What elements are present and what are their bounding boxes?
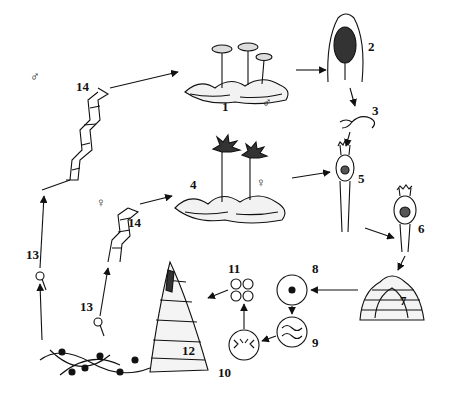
callout-number: 14 <box>76 80 89 93</box>
callout-number: 1 <box>222 100 229 113</box>
callout-number: 11 <box>228 262 240 275</box>
callout-number: 4 <box>190 178 197 191</box>
callout-number: 8 <box>312 262 319 275</box>
callout-number: 6 <box>418 222 425 235</box>
callout-number: ♀ <box>96 196 106 209</box>
callout-number: 2 <box>368 40 375 53</box>
callout-number: 13 <box>26 248 39 261</box>
callout-number: 14 <box>128 216 141 229</box>
callout-number: 7 <box>400 294 407 307</box>
callout-number: 3 <box>372 104 379 117</box>
callout-number: ♀ <box>256 176 266 189</box>
callout-number: 5 <box>358 172 365 185</box>
callout-number: 10 <box>218 366 231 379</box>
callout-number: 12 <box>182 344 195 357</box>
callout-number: 13 <box>80 300 93 313</box>
callout-number: ♂ <box>30 70 40 83</box>
callout-number: 9 <box>312 336 319 349</box>
callout-number: ♂ <box>262 96 272 109</box>
